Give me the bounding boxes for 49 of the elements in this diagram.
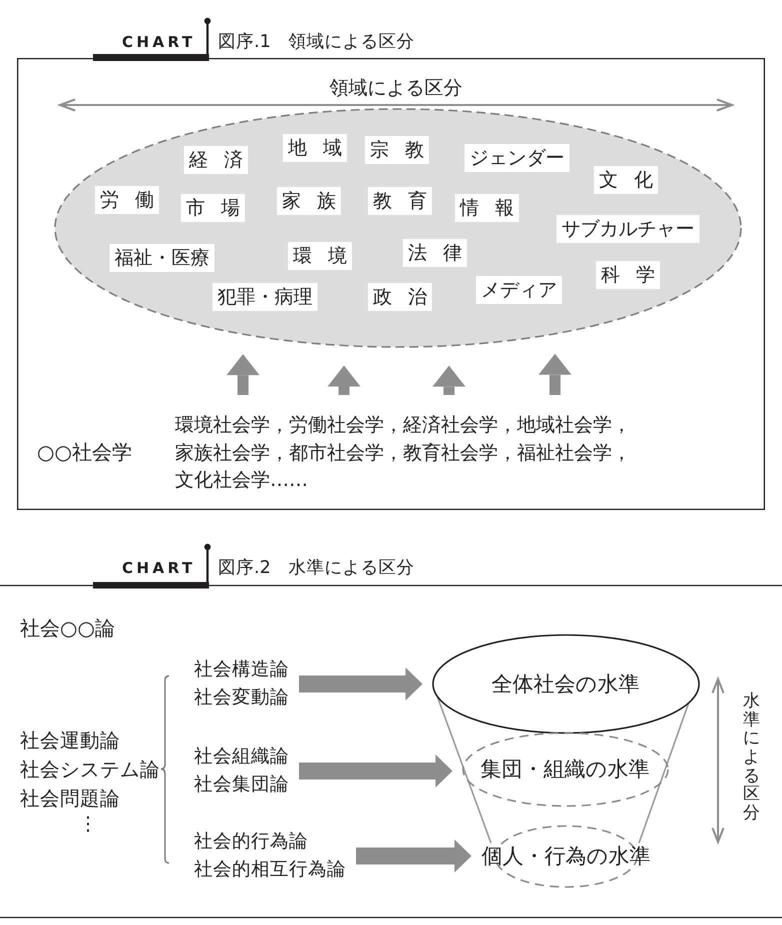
topic-tag: 科学 — [596, 261, 660, 289]
block-arrow — [432, 366, 466, 395]
topic-tag: 教育 — [368, 187, 432, 215]
topic-tag: メディア — [476, 276, 562, 304]
category-label: 社会○○論 — [20, 615, 115, 641]
panel-frame — [17, 58, 765, 510]
figure-heading: 図序.1 領域による区分 — [218, 30, 415, 54]
topic-tag: 家族 — [276, 187, 342, 215]
theory-name: 社会問題論 — [20, 786, 120, 810]
theory-name: 社会組織論 — [194, 745, 289, 769]
block-arrow — [356, 840, 472, 872]
block-arrow — [538, 354, 572, 395]
level-label: 個人・行為の水準 — [482, 843, 650, 869]
region-ellipse — [54, 108, 742, 348]
topic-tag: 経済 — [184, 146, 248, 174]
ellipsis-text: ⋮ — [78, 812, 98, 836]
topic-tag: 市場 — [180, 194, 246, 222]
block-arrow — [299, 754, 452, 788]
chart-tag: CHART — [122, 33, 196, 51]
topic-tag: 犯罪・病理 — [212, 283, 318, 311]
topic-tag: 労働 — [94, 186, 160, 214]
arrow-caption: 領域による区分 — [330, 76, 462, 100]
theory-name: 社会構造論 — [194, 658, 289, 682]
theory-name: 社会変動論 — [194, 686, 289, 710]
topic-tag: 法律 — [402, 239, 468, 267]
figure-heading: 図序.2 水準による区分 — [218, 556, 415, 580]
theory-name: 社会集団論 — [194, 773, 289, 797]
arrow-caption: 水準による区分 — [743, 692, 760, 823]
block-arrow — [328, 366, 360, 395]
block-arrow — [226, 354, 260, 395]
chart-tag: CHART — [122, 559, 196, 577]
topic-tag: 福祉・医療 — [110, 244, 214, 272]
topic-tag: サブカルチャー — [556, 215, 700, 243]
topic-tag: 文化 — [594, 166, 658, 194]
theory-name: 社会的相互行為論 — [194, 858, 346, 882]
sociology-list: 環境社会学，労働社会学，経済社会学，地域社会学，家族社会学，都市社会学，教育社会学，福祉社会学，文化社会学…… — [175, 412, 635, 494]
topic-tag: 情報 — [454, 194, 520, 222]
topic-tag: 宗教 — [364, 136, 430, 164]
theory-name: 社会運動論 — [20, 728, 120, 752]
theory-name: 社会的行為論 — [194, 830, 308, 854]
topic-tag: ジェンダー — [464, 144, 570, 172]
topic-tag: 政治 — [368, 283, 432, 311]
block-arrow — [299, 668, 422, 700]
level-label: 全体社会の水準 — [492, 670, 640, 696]
topic-tag: 環境 — [288, 242, 352, 270]
topic-tag: 地域 — [282, 134, 348, 162]
theory-name: 社会システム論 — [20, 756, 160, 782]
level-label: 集団・組織の水準 — [480, 756, 650, 782]
category-label: ○○社会学 — [37, 439, 132, 465]
